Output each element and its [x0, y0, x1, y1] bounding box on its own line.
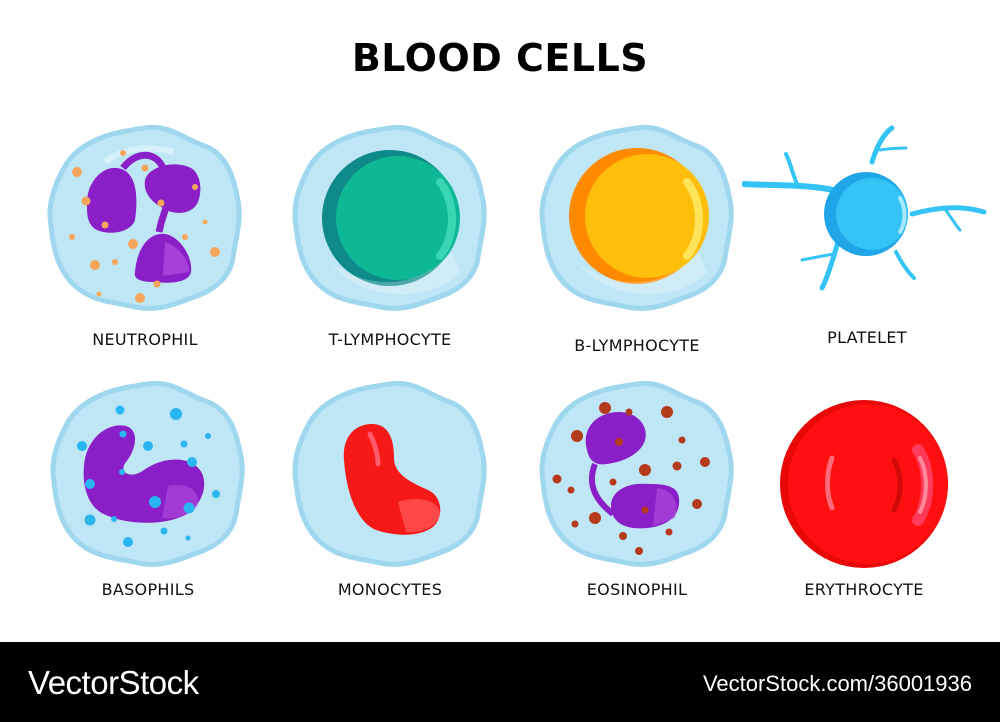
eosinophil-icon	[539, 380, 734, 567]
eosinophil-cell: EOSINOPHIL	[527, 378, 747, 608]
t-lymphocyte-label: T-LYMPHOCYTE	[328, 330, 452, 349]
basophil-icon	[50, 380, 245, 567]
watermark-footer: VectorStock VectorStock.com/36001936	[0, 642, 1000, 722]
b-lymphocyte-cell: B-LYMPHOCYTE	[527, 122, 747, 355]
erythrocyte-cell: ERYTHROCYTE	[754, 378, 974, 608]
basophil-cell: BASOPHILS	[38, 378, 258, 608]
monocyte-icon	[292, 380, 487, 567]
basophil-label: BASOPHILS	[101, 580, 195, 599]
eosinophil-label: EOSINOPHIL	[586, 580, 688, 599]
neutrophil-cell: NEUTROPHIL	[35, 122, 255, 352]
platelet-label: PLATELET	[827, 328, 907, 347]
t-lymphocyte-cell: T-LYMPHOCYTE	[280, 122, 500, 352]
t-lymphocyte-icon	[292, 124, 487, 311]
erythrocyte-label: ERYTHROCYTE	[804, 580, 924, 599]
monocyte-cell: MONOCYTES	[280, 378, 500, 608]
erythrocyte-icon	[780, 400, 948, 568]
page-title: BLOOD CELLS	[351, 36, 649, 80]
platelet-icon	[742, 125, 987, 291]
platelet-cell: PLATELET	[742, 122, 992, 352]
image-url: VectorStock.com/36001936	[702, 671, 972, 696]
monocyte-label: MONOCYTES	[337, 580, 443, 599]
b-lymphocyte-label: B-LYMPHOCYTE	[574, 336, 700, 355]
b-lymphocyte-icon	[539, 124, 734, 311]
neutrophil-icon	[47, 124, 242, 311]
neutrophil-label: NEUTROPHIL	[92, 330, 198, 349]
brand-logo: VectorStock	[28, 664, 199, 701]
